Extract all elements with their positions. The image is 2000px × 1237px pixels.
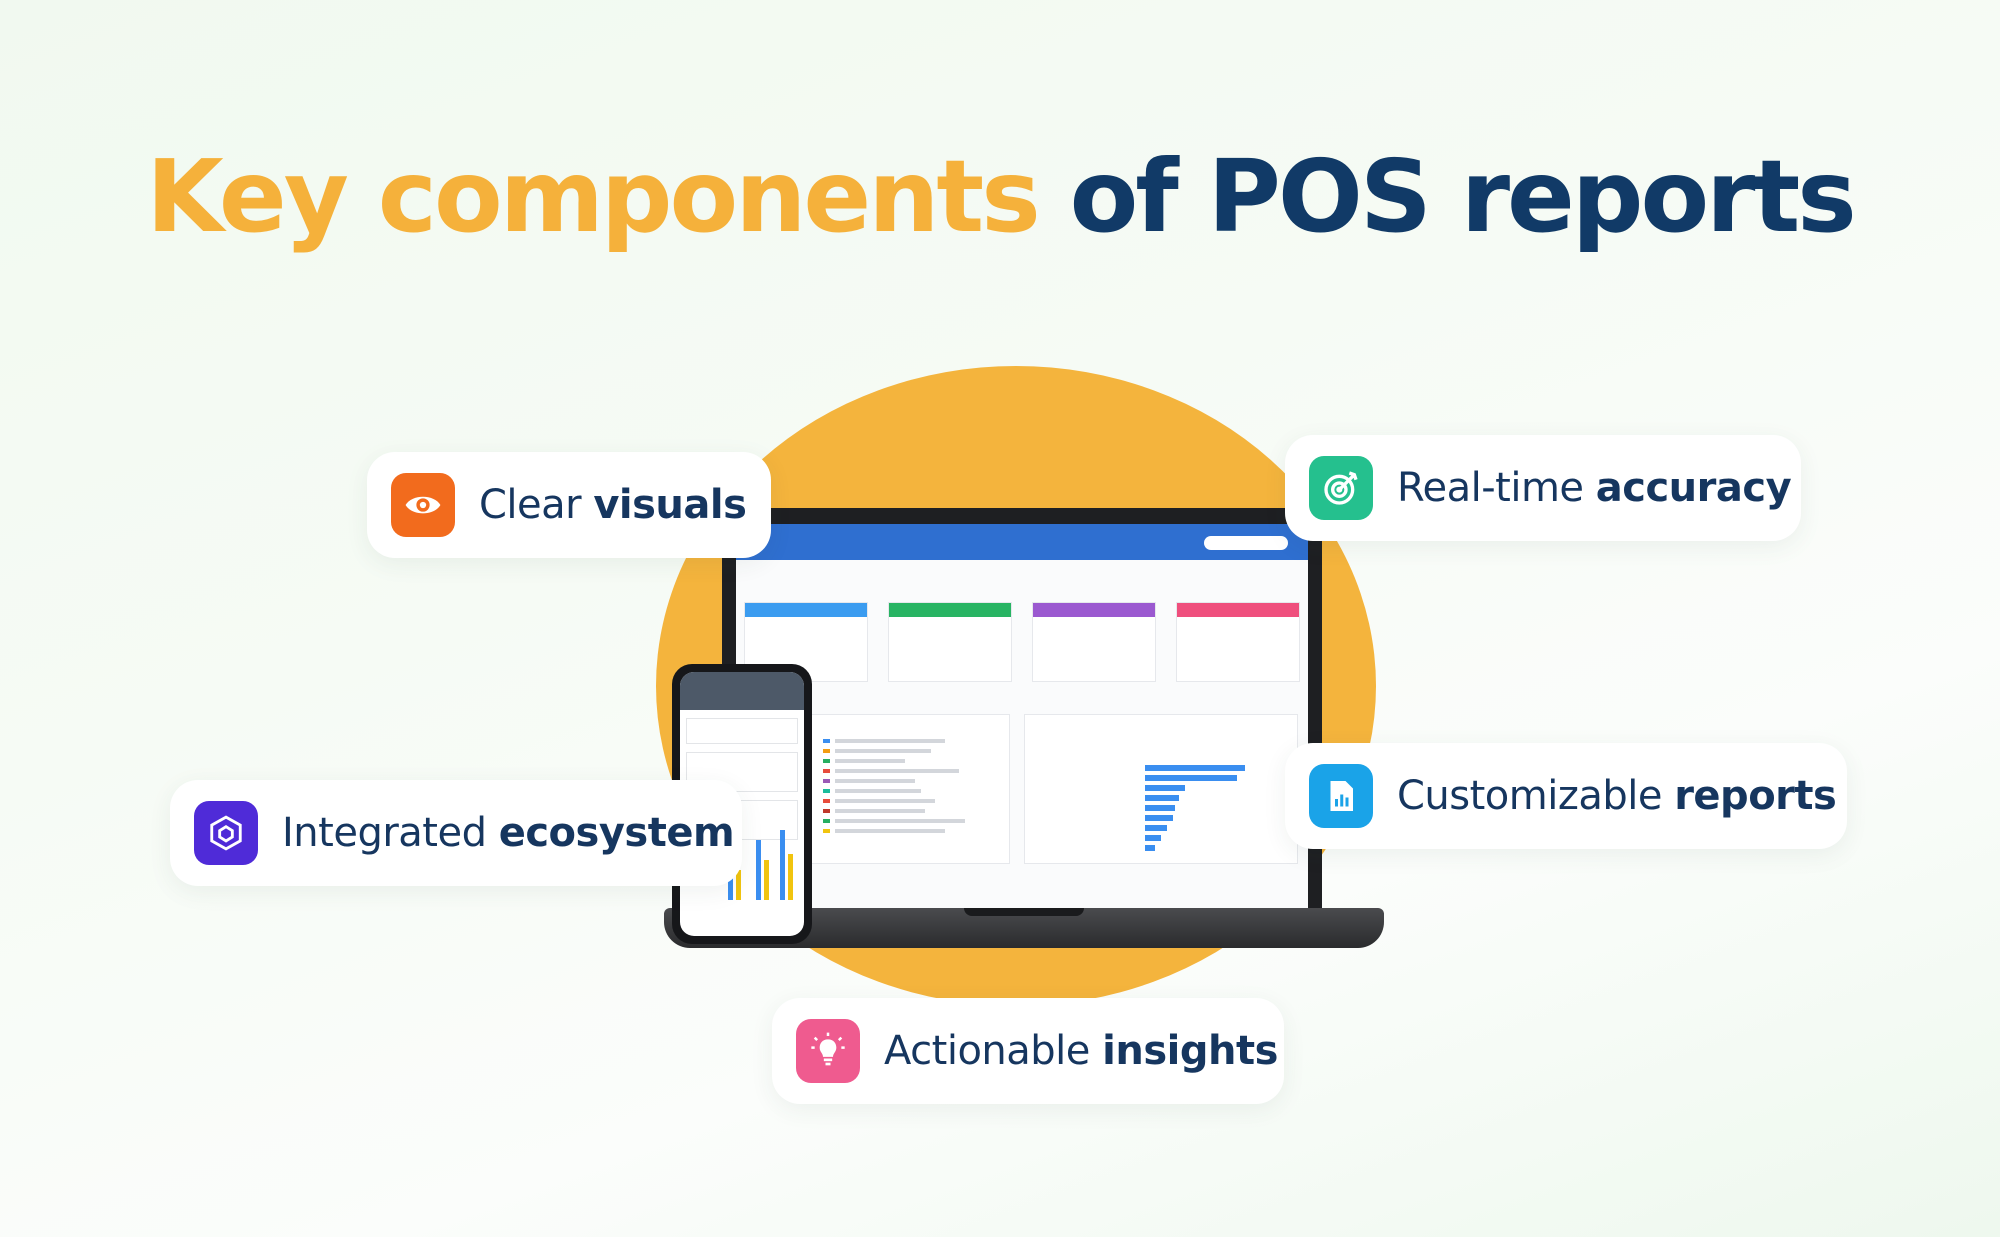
page-title: Key components of POS reports	[0, 138, 2000, 255]
feature-integrated-ecosystem: Integrated ecosystem	[170, 780, 742, 886]
target-icon	[1309, 456, 1373, 520]
feature-customizable-reports: Customizable reports	[1285, 743, 1847, 849]
dashboard-bar-panel	[1024, 714, 1298, 864]
dashboard-screenshot	[736, 524, 1308, 908]
dashboard-search	[1204, 536, 1288, 550]
title-highlight: Key components	[146, 138, 1041, 255]
feature-label: Real-time accuracy	[1397, 465, 1792, 511]
phone-header	[680, 672, 804, 710]
phone-summary-box	[686, 718, 798, 744]
dashboard-card	[1176, 602, 1300, 682]
dashboard-header-bar	[736, 524, 1308, 560]
phone-chart-bar	[756, 840, 761, 900]
feature-label: Actionable insights	[884, 1028, 1278, 1074]
report-icon	[1309, 764, 1373, 828]
feature-real-time-accuracy: Real-time accuracy	[1285, 435, 1801, 541]
feature-label: Clear visuals	[479, 482, 747, 528]
feature-actionable-insights: Actionable insights	[772, 998, 1284, 1104]
cube-icon	[194, 801, 258, 865]
laptop-notch	[964, 908, 1084, 916]
laptop-screen	[722, 508, 1322, 908]
phone-chart-bar	[736, 870, 741, 900]
title-rest: of POS reports	[1069, 138, 1857, 255]
phone-stats-box	[686, 752, 798, 792]
eye-icon	[391, 473, 455, 537]
dashboard-card	[888, 602, 1012, 682]
feature-clear-visuals: Clear visuals	[367, 452, 771, 558]
dashboard-legend-panel	[796, 714, 1010, 864]
phone-chart-bar	[788, 854, 793, 900]
phone-screen	[680, 672, 804, 936]
dashboard-cards	[744, 602, 1300, 682]
phone-chart-bar	[780, 830, 785, 900]
feature-label: Integrated ecosystem	[282, 810, 735, 856]
dashboard-card	[1032, 602, 1156, 682]
feature-label: Customizable reports	[1397, 773, 1837, 819]
phone-chart-bar	[764, 860, 769, 900]
lightbulb-icon	[796, 1019, 860, 1083]
